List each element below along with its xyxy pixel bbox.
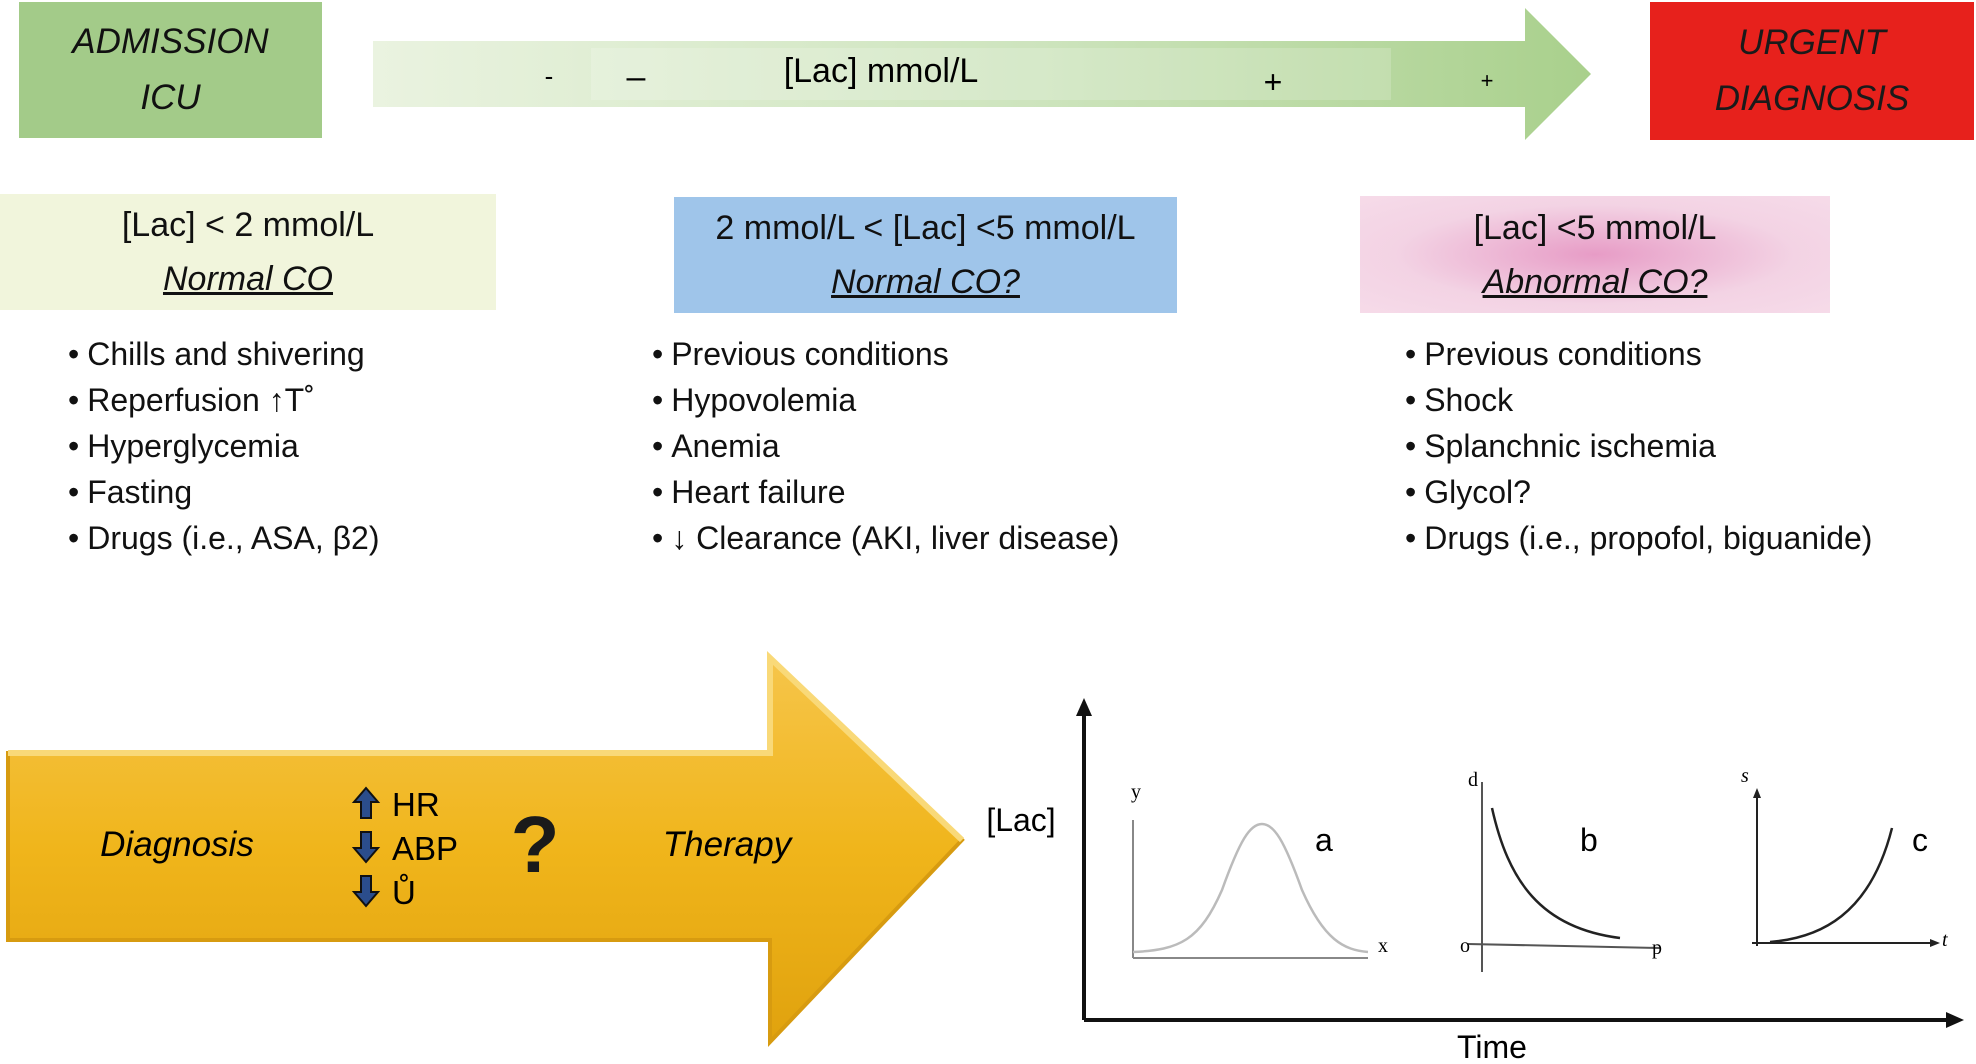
list-item: ↓ Clearance (AKI, liver disease): [652, 515, 1119, 561]
lactate-time-graph: [Lac] Time y x a d o p b s t c: [986, 698, 1964, 1064]
main-x-arrowhead: [1946, 1012, 1964, 1028]
arrow-up-icon: [351, 786, 381, 819]
lac-arrow-label: [Lac] mmol/L: [784, 52, 979, 90]
column-co: Normal CO?: [831, 263, 1020, 301]
list-item: Glycol?: [1405, 469, 1872, 515]
inset-c: s t c: [1741, 765, 1948, 951]
lac-sign-1: -: [545, 61, 554, 91]
inset-c-ylabel: s: [1741, 765, 1749, 787]
cause-list-low: Chills and shivering Reperfusion ↑T˚ Hyp…: [68, 331, 379, 561]
main-y-arrowhead: [1076, 698, 1092, 716]
column-range: [Lac] < 2 mmol/L: [121, 206, 375, 244]
inset-b: d o p b: [1460, 769, 1662, 972]
inset-b-ylabel: d: [1468, 769, 1478, 791]
list-item: Chills and shivering: [68, 331, 379, 377]
inset-a-name: a: [1315, 822, 1333, 858]
vital-label: HR: [392, 786, 440, 823]
urgent-line2: DIAGNOSIS: [1714, 79, 1910, 118]
column-range: 2 mmol/L < [Lac] <5 mmol/L: [715, 209, 1136, 247]
list-item: Drugs (i.e., ASA, β2): [68, 515, 379, 561]
list-item: Previous conditions: [652, 331, 1119, 377]
column-co: Normal CO: [162, 260, 334, 298]
inset-b-name: b: [1580, 822, 1598, 858]
admission-line1: ADMISSION: [72, 22, 269, 61]
yellow-arrow-highlight: [8, 651, 965, 843]
inset-c-name: c: [1912, 822, 1928, 858]
inset-b-x-axis: [1467, 943, 1661, 949]
inset-a: y x a: [1131, 781, 1388, 959]
inset-a-ylabel: y: [1131, 781, 1141, 803]
list-item: Reperfusion ↑T˚: [68, 377, 379, 423]
list-item: Heart failure: [652, 469, 1119, 515]
list-item: Anemia: [652, 423, 1119, 469]
graph-xlabel: Time: [1457, 1029, 1527, 1064]
lac-sign-3: +: [1264, 64, 1283, 100]
list-item: Fasting: [68, 469, 379, 515]
arrow-down-icon: [351, 875, 381, 908]
column-header-normal-co: [Lac] < 2 mmol/L Normal CO: [0, 194, 496, 310]
inset-c-x-arrowhead: [1930, 939, 1940, 947]
list-item: Drugs (i.e., propofol, biguanide): [1405, 515, 1872, 561]
lac-arrow-band: [591, 48, 1391, 100]
inset-c-curve: [1769, 827, 1894, 944]
inset-b-curve: [1490, 807, 1621, 940]
column-header-abnormal-co: [Lac] <5 mmol/L Abnormal CO?: [1360, 196, 1830, 313]
inset-b-origin: o: [1460, 935, 1470, 957]
inset-a-xlabel: x: [1378, 935, 1388, 957]
vital-label: Ů: [392, 873, 416, 911]
graph-ylabel: [Lac]: [986, 802, 1055, 838]
column-co: Abnormal CO?: [1482, 262, 1708, 301]
vital-urine: Ů: [351, 873, 416, 911]
urgent-line1: URGENT: [1738, 23, 1886, 62]
lac-sign-2: –: [627, 58, 646, 96]
vital-abp: ABP: [351, 830, 458, 867]
column-range: [Lac] <5 mmol/L: [1473, 208, 1717, 247]
urgent-diagnosis-box: URGENT DIAGNOSIS: [1650, 2, 1974, 140]
list-item: Splanchnic ischemia: [1405, 423, 1872, 469]
therapy-label: Therapy: [663, 825, 794, 864]
cause-list-high: Previous conditions Shock Splanchnic isc…: [1405, 331, 1872, 561]
cause-list-mid: Previous conditions Hypovolemia Anemia H…: [652, 331, 1119, 561]
list-item: Hyperglycemia: [68, 423, 379, 469]
list-item: Shock: [1405, 377, 1872, 423]
admission-icu-box: ADMISSION ICU: [19, 2, 322, 138]
question-mark: ?: [511, 800, 560, 889]
column-header-normal-co-question: 2 mmol/L < [Lac] <5 mmol/L Normal CO?: [674, 197, 1177, 313]
vital-hr: HR: [351, 786, 440, 823]
lac-sign-4: +: [1481, 68, 1494, 93]
arrow-down-icon: [351, 831, 381, 864]
inset-c-y-arrowhead: [1753, 788, 1761, 798]
list-item: Hypovolemia: [652, 377, 1119, 423]
admission-line2: ICU: [140, 78, 201, 117]
lac-arrow-shape: [373, 8, 1591, 140]
diagnosis-label: Diagnosis: [100, 825, 254, 864]
inset-c-xlabel: t: [1942, 929, 1948, 951]
list-item: Previous conditions: [1405, 331, 1872, 377]
diagnosis-therapy-arrow: Diagnosis Therapy ? HR ABP Ů: [6, 651, 965, 1048]
lac-gradient-arrow: - – [Lac] mmol/L + +: [373, 8, 1591, 140]
inset-b-xlabel: p: [1652, 937, 1662, 959]
vital-label: ABP: [392, 830, 458, 867]
inset-a-curve: [1132, 822, 1369, 954]
